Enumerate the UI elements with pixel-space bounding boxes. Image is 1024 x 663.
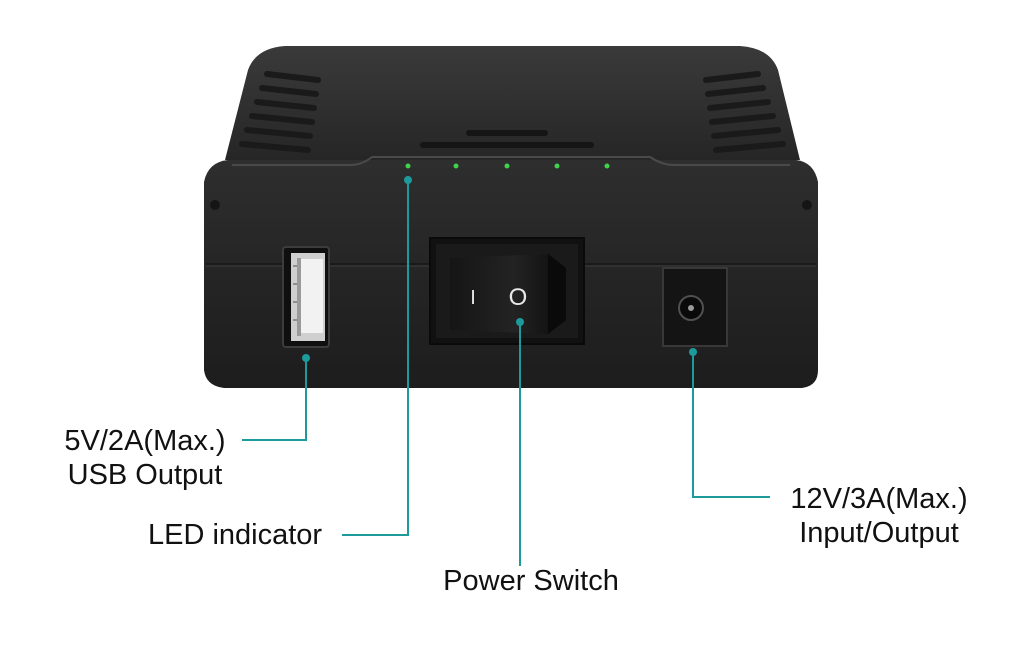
- led-leader-dot: [404, 176, 412, 184]
- led-2: [453, 163, 459, 169]
- dc-jack-icon: [662, 267, 728, 347]
- led-1: [405, 163, 411, 169]
- led-indicator-text: LED indicator: [148, 519, 323, 551]
- dc-port-label: 12V/3A(Max.) Input/Output: [774, 482, 984, 550]
- switch-leader-dot: [516, 318, 524, 326]
- led-5: [604, 163, 610, 169]
- usb-port-icon: [282, 246, 330, 348]
- led-3: [504, 163, 510, 169]
- led-indicator-row: [405, 163, 610, 169]
- switch-on-mark: I: [470, 287, 476, 309]
- rocker-switch-icon: [429, 237, 585, 345]
- power-switch-text: Power Switch: [443, 565, 619, 597]
- usb-output-name: USB Output: [67, 459, 223, 491]
- led-leader: [342, 180, 409, 536]
- right-vents: [703, 71, 786, 153]
- callout-dots: [302, 176, 697, 362]
- dc-leader-dot: [689, 348, 697, 356]
- device-top: [225, 46, 800, 160]
- led-indicator-label: LED indicator: [148, 518, 322, 552]
- dc-leader: [692, 352, 770, 498]
- led-4: [554, 163, 560, 169]
- power-switch-label: Power Switch: [420, 564, 642, 598]
- usb-leader: [242, 358, 307, 441]
- switch-off-mark: O: [509, 284, 528, 311]
- dc-port-rating: 12V/3A(Max.): [790, 483, 968, 515]
- dc-port-name: Input/Output: [799, 517, 959, 549]
- usb-output-label: 5V/2A(Max.) USB Output: [50, 424, 240, 492]
- usb-leader-dot: [302, 354, 310, 362]
- callout-leaders: [242, 180, 770, 566]
- usb-output-rating: 5V/2A(Max.): [64, 425, 226, 457]
- left-vents: [239, 71, 321, 153]
